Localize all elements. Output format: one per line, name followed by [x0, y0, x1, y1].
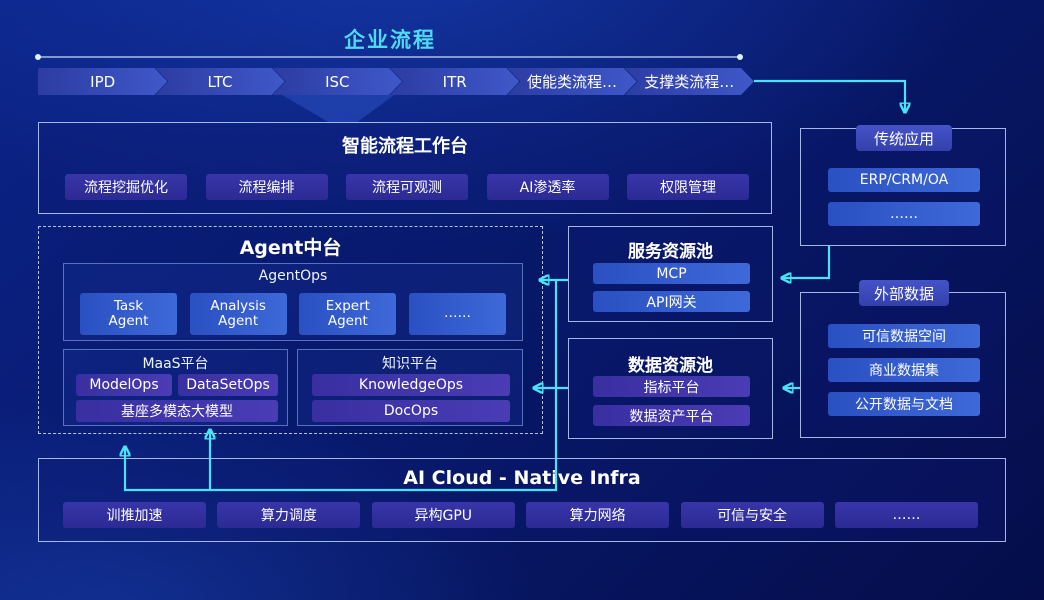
service-pool-panel: 服务资源池 MCP API网关	[568, 226, 773, 322]
external-data-tag: 外部数据	[859, 280, 949, 306]
underline-dot-right	[737, 54, 743, 60]
chip-base-multimodal-model: 基座多模态大模型	[76, 400, 278, 422]
chip-process-orchestration: 流程编排	[205, 174, 328, 200]
chip-training-inference-accel: 训推加速	[63, 502, 206, 528]
infra-title: AI Cloud - Native Infra	[403, 467, 641, 489]
workbench-title: 智能流程工作台	[342, 136, 468, 157]
chip-infra-more: ……	[834, 502, 978, 528]
infra-panel: AI Cloud - Native Infra 训推加速 算力调度 异构GPU …	[38, 458, 1006, 542]
data-pool-title: 数据资源池	[628, 356, 713, 376]
chip-process-mining: 流程挖掘优化	[65, 174, 187, 200]
chip-docops: DocOps	[312, 400, 510, 422]
knowledge-panel: 知识平台 KnowledgeOps DocOps	[297, 349, 523, 426]
workbench-chip-row: 流程挖掘优化 流程编排 流程可观测 AI渗透率 权限管理	[65, 174, 749, 200]
chip-public-data-docs: 公开数据与文档	[828, 392, 980, 416]
chip-task-agent: Task Agent	[80, 293, 177, 335]
chip-erp-crm-oa: ERP/CRM/OA	[828, 168, 980, 192]
chip-permission-management: 权限管理	[627, 174, 749, 200]
chip-more-agents: ……	[408, 293, 506, 335]
chip-heterogeneous-gpu: 异构GPU	[371, 502, 515, 528]
maas-panel: MaaS平台 ModelOps DataSetOps 基座多模态大模型	[63, 349, 288, 426]
service-pool-title: 服务资源池	[628, 242, 713, 262]
external-data-panel: 外部数据 可信数据空间 商业数据集 公开数据与文档	[800, 280, 1006, 438]
chip-analysis-agent: Analysis Agent	[189, 293, 287, 335]
agent-platform-panel: Agent中台 AgentOps Task Agent Analysis Age…	[38, 226, 543, 434]
chip-trusted-security: 可信与安全	[680, 502, 824, 528]
chip-api-gateway: API网关	[593, 291, 750, 312]
legacy-apps-tag: 传统应用	[856, 125, 952, 151]
chip-knowledgeops: KnowledgeOps	[312, 374, 510, 396]
chevron-supporting-process: 支撑类流程…	[625, 68, 754, 95]
chevron-itr: ITR	[390, 68, 519, 95]
chip-trusted-data-space: 可信数据空间	[828, 324, 980, 348]
chip-commercial-dataset: 商业数据集	[828, 358, 980, 382]
page-title: 企业流程	[344, 28, 436, 52]
chip-ai-penetration: AI渗透率	[486, 174, 609, 200]
chevron-ltc: LTC	[155, 68, 284, 95]
funnel-connector	[282, 95, 394, 123]
data-pool-panel: 数据资源池 指标平台 数据资产平台	[568, 338, 773, 439]
chip-compute-network: 算力网络	[526, 502, 670, 528]
chip-legacy-more: ……	[828, 202, 980, 226]
arrow-legacy-to-service-pool	[782, 246, 831, 278]
chip-data-asset-platform: 数据资产平台	[593, 405, 750, 426]
chip-compute-scheduling: 算力调度	[217, 502, 361, 528]
agent-platform-title: Agent中台	[239, 237, 342, 259]
agentops-chip-row: Task Agent Analysis Agent Expert Agent ……	[80, 293, 506, 335]
chip-mcp: MCP	[593, 263, 750, 284]
agentops-title: AgentOps	[258, 268, 328, 284]
chip-process-observability: 流程可观测	[346, 174, 468, 200]
chip-modelops: ModelOps	[76, 374, 172, 396]
chevron-ipd: IPD	[38, 68, 167, 95]
chevron-isc: ISC	[273, 68, 402, 95]
agentops-panel: AgentOps Task Agent Analysis Agent Exper…	[63, 263, 523, 341]
chip-datasetops: DataSetOps	[178, 374, 278, 396]
chevron-enabling-process: 使能类流程…	[507, 68, 636, 95]
workbench-panel: 智能流程工作台 流程挖掘优化 流程编排 流程可观测 AI渗透率 权限管理	[38, 122, 772, 214]
process-chevron-row: IPD LTC ISC ITR 使能类流程… 支撑类流程…	[38, 68, 754, 95]
maas-title: MaaS平台	[142, 356, 209, 372]
knowledge-title: 知识平台	[382, 356, 438, 372]
legacy-apps-panel: 传统应用 ERP/CRM/OA ……	[800, 125, 1006, 246]
chip-metrics-platform: 指标平台	[593, 376, 750, 397]
chip-expert-agent: Expert Agent	[299, 293, 397, 335]
infra-chip-row: 训推加速 算力调度 异构GPU 算力网络 可信与安全 ……	[63, 502, 978, 528]
underline-dot-left	[35, 54, 41, 60]
arrow-process-to-legacy-apps	[754, 79, 905, 112]
